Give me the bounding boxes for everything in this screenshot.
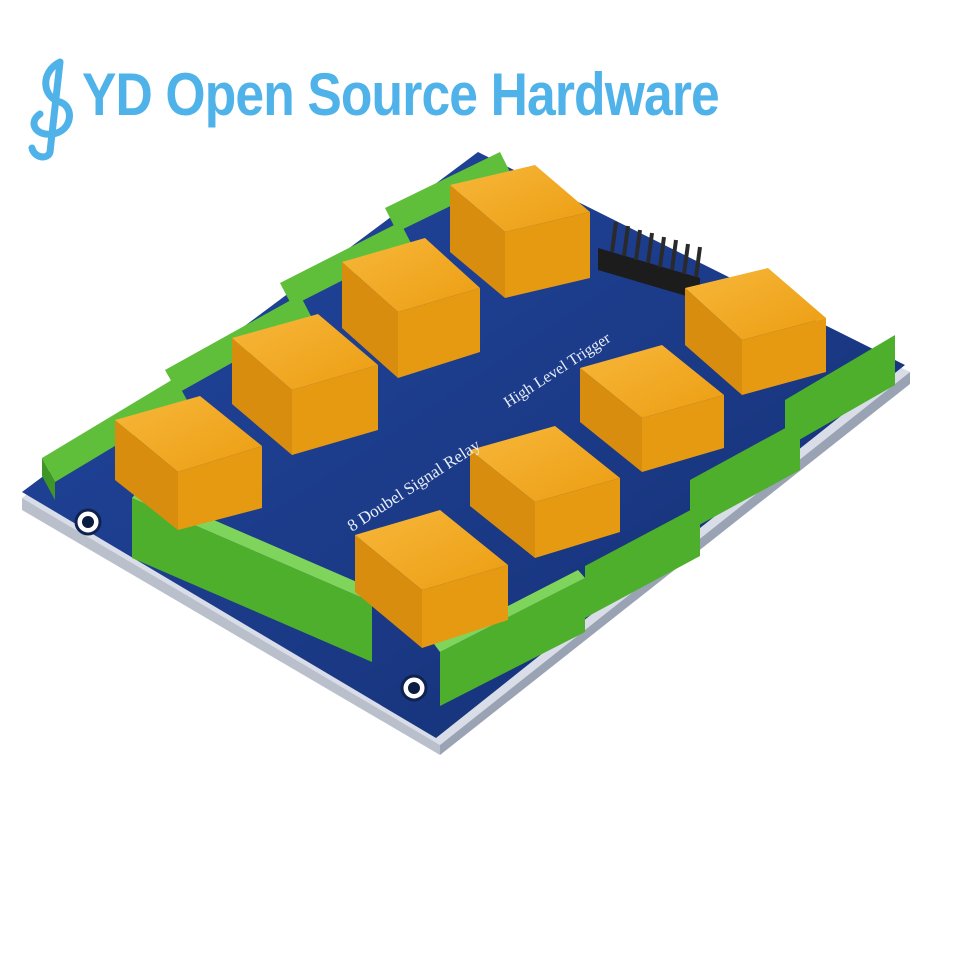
mounting-hole-icon <box>400 674 428 702</box>
relay-block-icon <box>685 268 826 395</box>
screw-terminal-icon <box>690 420 800 530</box>
screw-terminal-icon <box>785 335 895 448</box>
header-pins-icon <box>598 221 702 300</box>
mounting-hole-icon <box>74 508 102 536</box>
relay-block-icon <box>355 510 508 648</box>
relay-block-icon <box>450 165 590 298</box>
treble-clef-logo-icon <box>28 58 73 161</box>
relay-block-icon <box>470 426 620 558</box>
relay-block-icon <box>580 345 724 472</box>
screw-terminal-icon <box>585 505 700 618</box>
brand-title: YD Open Source Hardware <box>82 61 720 128</box>
screw-terminal-icon <box>385 152 512 232</box>
relay-block-icon <box>115 396 262 530</box>
relay-block-icon <box>232 314 378 455</box>
brand-watermark: YD Open Source Hardware <box>20 52 720 162</box>
relay-block-icon <box>342 238 480 378</box>
